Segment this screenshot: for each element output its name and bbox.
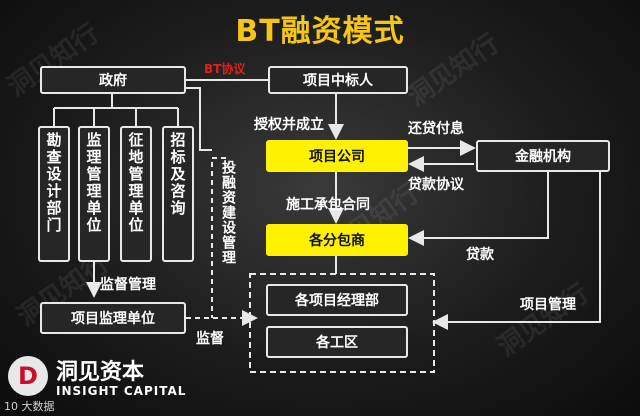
- loan-agreement-label: 贷款协议: [408, 177, 464, 193]
- bt-agreement-label: BT协议: [204, 62, 246, 76]
- survey-design-dept-box: 勘查设计部门: [38, 126, 70, 262]
- investment-management-label: 投融资建设管理: [220, 160, 236, 265]
- project-company-box: 项目公司: [266, 140, 408, 172]
- financial-institution-box: 金融机构: [476, 140, 610, 172]
- repay-interest-label: 还贷付息: [408, 121, 464, 137]
- government-box: 政府: [40, 66, 186, 94]
- supervision-label: 监督: [196, 331, 224, 347]
- land-acquisition-dept-box: 征地管理单位: [120, 126, 152, 262]
- loan-label: 贷款: [466, 247, 494, 263]
- supervision-mgmt-dept-box: 监理管理单位: [78, 126, 110, 262]
- supervision-unit-box: 项目监理单位: [40, 302, 186, 334]
- logo-mark-icon: D: [8, 356, 48, 396]
- supervision-management-label: 监督管理: [100, 277, 156, 293]
- subcontractor-box: 各分包商: [266, 224, 408, 256]
- logo-name: 洞见资本: [56, 360, 145, 385]
- logo-subtitle: INSIGHT CAPITAL: [56, 384, 187, 398]
- work-areas-box: 各工区: [266, 326, 408, 358]
- construction-contract-label: 施工承包合同: [286, 197, 370, 213]
- authorize-establish-label: 授权并成立: [254, 117, 324, 133]
- page-title: BT融资模式: [235, 14, 405, 49]
- credit-text: 10 大数据: [4, 400, 55, 413]
- winning-bidder-box: 项目中标人: [268, 66, 408, 94]
- tender-consulting-dept-box: 招标及咨询: [162, 126, 194, 262]
- project-managers-box: 各项目经理部: [266, 284, 408, 316]
- project-management-label: 项目管理: [520, 297, 576, 313]
